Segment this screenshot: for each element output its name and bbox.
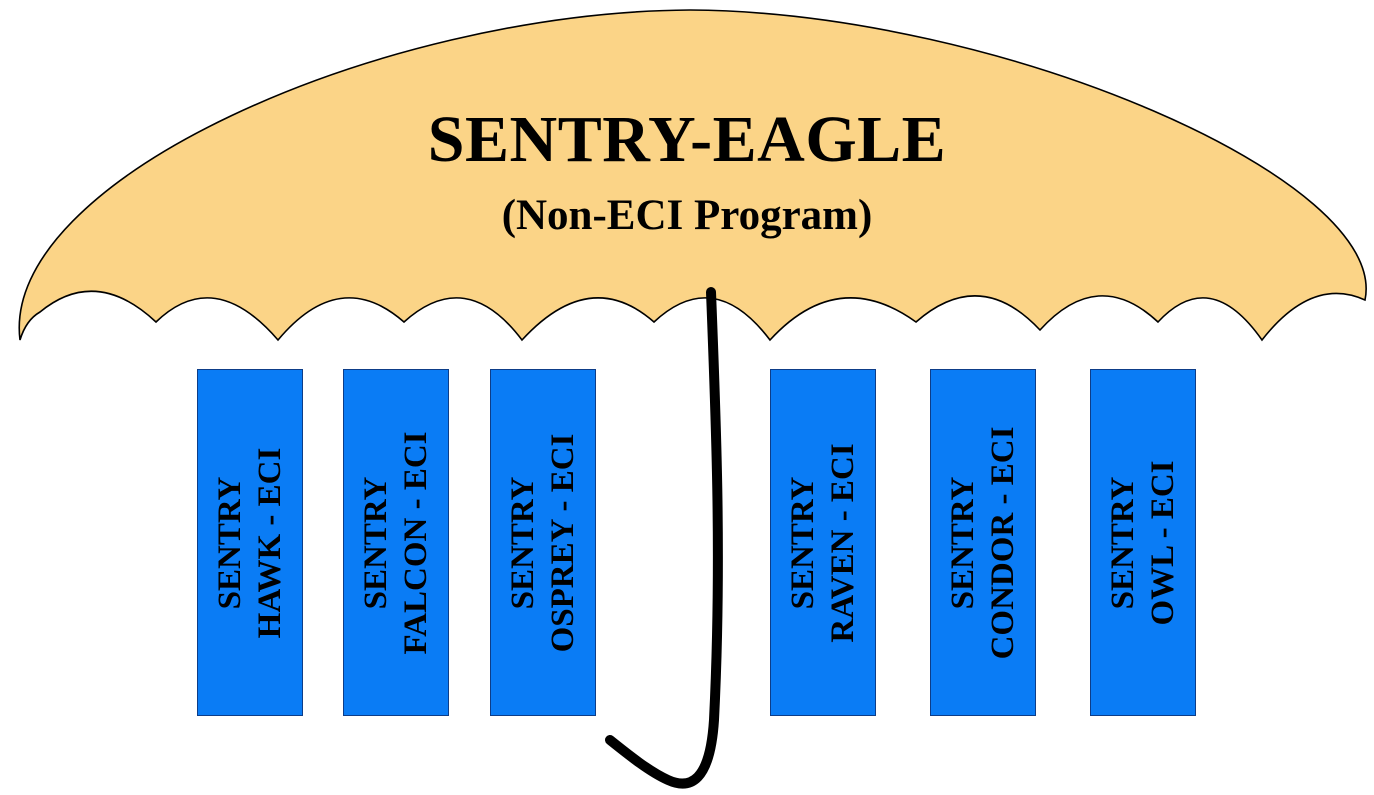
program-label: SENTRY CONDOR - ECI [943, 393, 1023, 693]
program-box-osprey: SENTRY OSPREY - ECI [490, 369, 596, 716]
program-label-line1: SENTRY [358, 476, 394, 609]
program-box-owl: SENTRY OWL - ECI [1090, 369, 1196, 716]
umbrella-subtitle: (Non-ECI Program) [501, 192, 873, 239]
program-label: SENTRY HAWK - ECI [210, 393, 290, 693]
program-box-falcon: SENTRY FALCON - ECI [343, 369, 449, 716]
program-label-line2: RAVEN - ECI [825, 442, 861, 643]
program-box-condor: SENTRY CONDOR - ECI [930, 369, 1036, 716]
program-label: SENTRY OSPREY - ECI [503, 393, 583, 693]
program-box-hawk: SENTRY HAWK - ECI [197, 369, 303, 716]
program-label-line1: SENTRY [1105, 476, 1141, 609]
program-label-line2: OWL - ECI [1145, 459, 1181, 626]
umbrella-title: SENTRY-EAGLE [427, 103, 947, 176]
program-label-line1: SENTRY [785, 476, 821, 609]
program-label-line2: CONDOR - ECI [985, 426, 1021, 659]
program-label: SENTRY OWL - ECI [1103, 393, 1183, 693]
program-box-raven: SENTRY RAVEN - ECI [770, 369, 876, 716]
program-label-line1: SENTRY [212, 476, 248, 609]
program-label-line2: FALCON - ECI [398, 430, 434, 655]
program-label-line2: HAWK - ECI [252, 447, 288, 638]
umbrella-canopy [18, 9, 1367, 342]
program-label: SENTRY RAVEN - ECI [783, 393, 863, 693]
program-label-line1: SENTRY [945, 476, 981, 609]
program-label-line1: SENTRY [505, 476, 541, 609]
program-label-line2: OSPREY - ECI [545, 433, 581, 652]
program-label: SENTRY FALCON - ECI [356, 393, 436, 693]
umbrella-handle [605, 287, 723, 789]
